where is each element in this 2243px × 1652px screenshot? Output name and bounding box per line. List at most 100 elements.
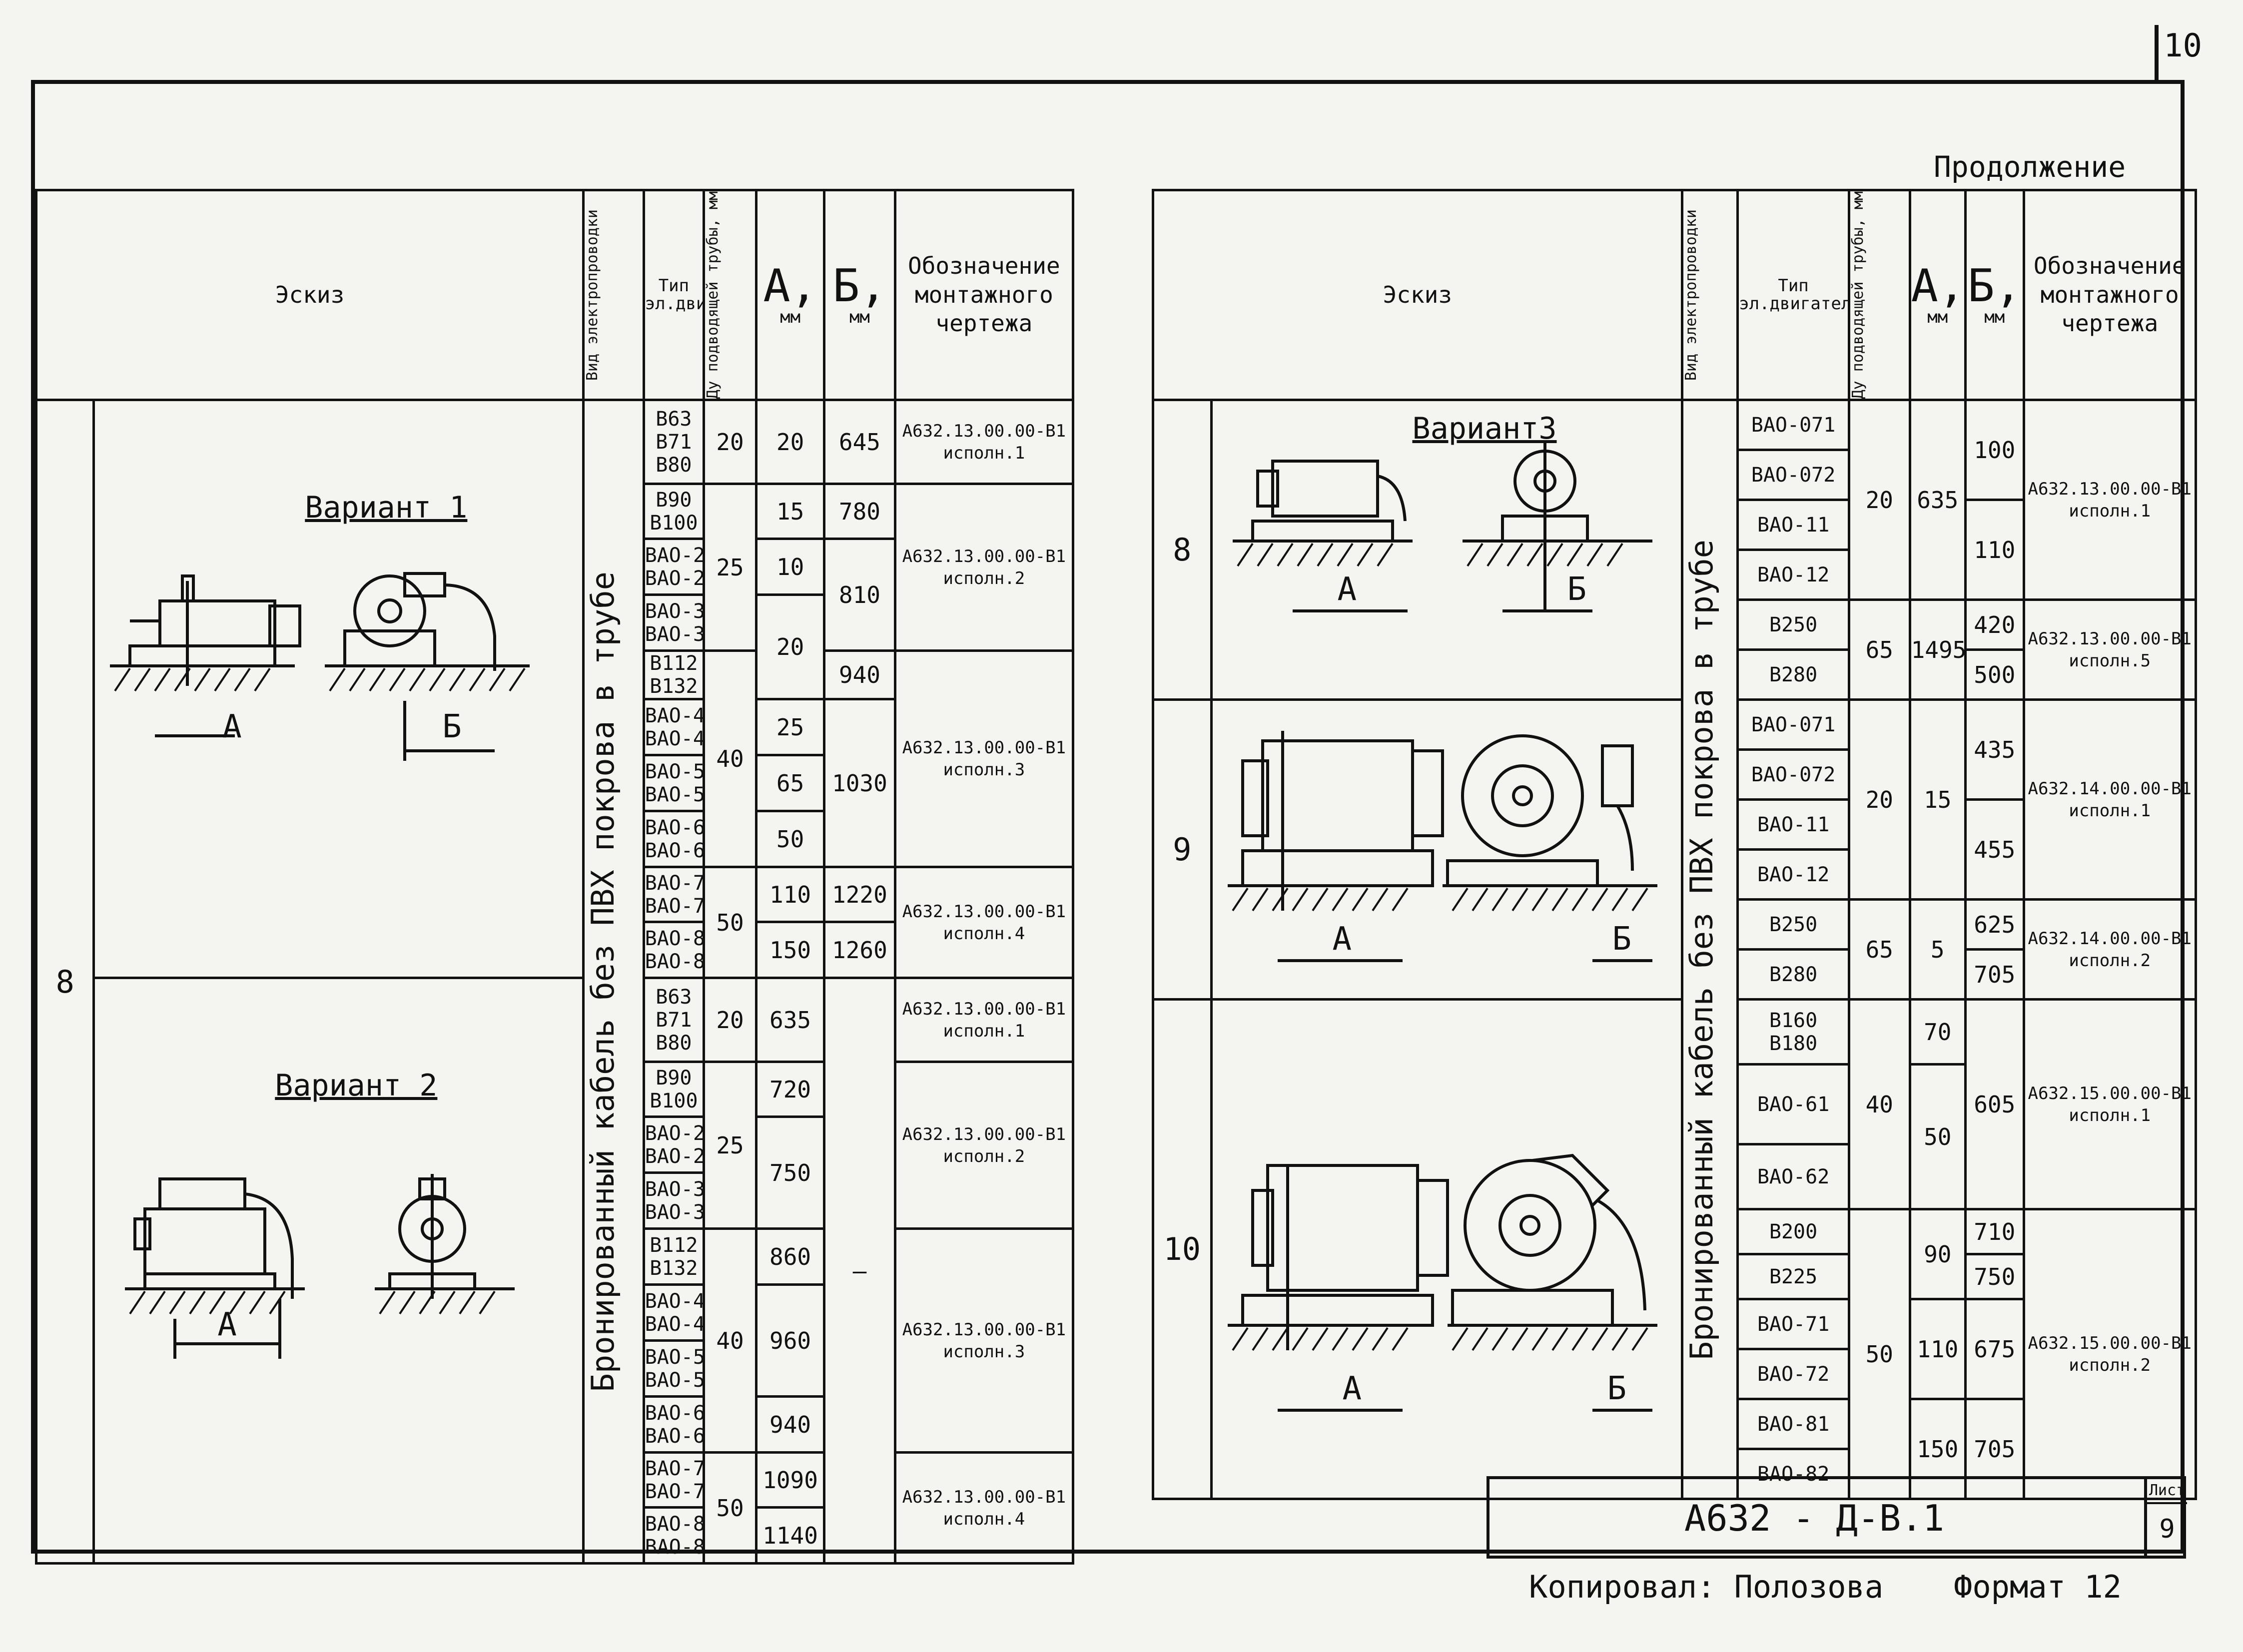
left-motor-r9: ВАО-81 ВАО-82 xyxy=(642,921,706,980)
left-a-r3: 20 xyxy=(754,593,826,701)
r-header-designation: Обозначение монтажного чертежа xyxy=(2022,188,2197,402)
left-des-r4: А632.13.00.00-В1 исполн.3 xyxy=(893,649,1075,869)
right-b-r5: 500 xyxy=(1964,648,2025,701)
right-a-r4: 1495 xyxy=(1908,598,1967,701)
left-motor-r7: ВАО-61 ВАО-62 xyxy=(642,810,706,869)
corner-sheet-number: 10 xyxy=(2164,27,2203,64)
left-motor-r14: В112 В132 xyxy=(642,1227,706,1286)
left-b-r5: 1030 xyxy=(823,698,896,869)
right-des-r10: А632.14.00.00-В1 исполн.2 xyxy=(2022,898,2197,1001)
left-des-r8: А632.13.00.00-В1 исполн.4 xyxy=(893,866,1075,980)
row-9-dim-a: А xyxy=(1332,921,1352,958)
variant-3-drawing xyxy=(1232,441,1652,613)
left-motor-r19: ВАО-81 ВАО-82 xyxy=(642,1506,706,1565)
left-b-r1: 780 xyxy=(823,483,896,541)
right-motor-r14: ВАО-62 xyxy=(1736,1143,1850,1211)
left-des-r1: А632.13.00.00-В1 исполн.2 xyxy=(893,483,1075,652)
right-motor-r0: ВАО-071 xyxy=(1736,399,1850,452)
right-motor-r8: ВАО-11 xyxy=(1736,798,1850,851)
left-a-r17: 940 xyxy=(754,1395,826,1454)
right-motor-r6: ВАО-071 xyxy=(1736,698,1850,751)
right-motor-r15: В200 xyxy=(1736,1208,1850,1256)
right-motor-r19: ВАО-81 xyxy=(1736,1398,1850,1451)
left-a-r1: 15 xyxy=(754,483,826,541)
right-a-r0: 635 xyxy=(1908,399,1967,601)
right-a-r6: 15 xyxy=(1908,698,1967,901)
variant-1-dim-b: Б xyxy=(442,708,462,746)
sheet-number: 9 xyxy=(2159,1514,2175,1544)
left-motor-r16: ВАО-51 ВАО-52 xyxy=(642,1339,706,1398)
left-a-r6: 65 xyxy=(754,754,826,813)
sketch-variant-1: Вариант 1 xyxy=(92,399,585,980)
document-code: А632 - Д-В.1 xyxy=(1684,1497,1945,1539)
right-motor-r17: ВАО-71 xyxy=(1736,1298,1850,1351)
row-10-dim-b: Б xyxy=(1607,1370,1627,1408)
left-a-r10: 635 xyxy=(754,977,826,1064)
header-designation: Обозначение монтажного чертежа xyxy=(893,188,1075,402)
right-motor-r20: ВАО-82 xyxy=(1736,1448,1850,1501)
copied-by: Копировал: Полозова xyxy=(1529,1569,1884,1605)
left-motor-r8: ВАО-71 ВАО-72 xyxy=(642,866,706,924)
left-a-r15: 960 xyxy=(754,1283,826,1398)
left-b-r9: 1260 xyxy=(823,921,896,980)
right-a-r12: 70 xyxy=(1908,998,1967,1066)
row-10-drawing xyxy=(1227,1154,1657,1412)
right-motor-r10: В250 xyxy=(1736,898,1850,951)
format-label: Формат 12 xyxy=(1954,1569,2122,1605)
left-des-r18: А632.13.00.00-В1 исполн.4 xyxy=(893,1451,1075,1565)
left-du-r8: 50 xyxy=(703,866,757,980)
left-a-r0: 20 xyxy=(754,399,826,486)
right-b-r17: 675 xyxy=(1964,1298,2025,1401)
left-a-r14: 860 xyxy=(754,1227,826,1286)
right-b-r15: 710 xyxy=(1964,1208,2025,1256)
right-motor-r4: В250 xyxy=(1736,598,1850,651)
right-du-r4: 65 xyxy=(1848,598,1911,701)
left-b-r4: 940 xyxy=(823,649,896,701)
variant-3-dim-b: Б xyxy=(1567,571,1587,608)
left-a-r2: 10 xyxy=(754,538,826,596)
sketch-variant-3: Вариант3 xyxy=(1210,399,1683,701)
right-motor-r1: ВАО-072 xyxy=(1736,449,1850,502)
left-motor-r1: В90 В100 xyxy=(642,483,706,541)
left-wiring-type: Бронированный кабель без ПВХ покрова в т… xyxy=(582,399,645,1565)
left-a-r8: 110 xyxy=(754,866,826,924)
left-row-number: 8 xyxy=(34,399,95,1565)
variant-2-drawing xyxy=(125,1174,515,1359)
header-sketch: Эскиз xyxy=(34,188,585,402)
left-motor-r12: ВАО-21 ВАО-22 xyxy=(642,1115,706,1174)
right-motor-r9: ВАО-12 xyxy=(1736,848,1850,901)
right-motor-r18: ВАО-72 xyxy=(1736,1348,1850,1401)
right-a-r15: 90 xyxy=(1908,1208,1967,1301)
right-a-r19: 150 xyxy=(1908,1398,1967,1501)
variant-1-label: Вариант 1 xyxy=(305,490,468,526)
right-row-number-10: 10 xyxy=(1152,998,1213,1501)
right-motor-r7: ВАО-072 xyxy=(1736,748,1850,801)
r-header-motor-type: Тип эл.двигателя xyxy=(1736,188,1850,402)
row-9-drawing xyxy=(1227,731,1657,963)
right-des-r12: А632.15.00.00-В1 исполн.1 xyxy=(2022,998,2197,1211)
right-des-r4: А632.13.00.00-В1 исполн.5 xyxy=(2022,598,2197,701)
right-du-r0: 20 xyxy=(1848,399,1911,601)
left-b-dash: — xyxy=(823,977,896,1565)
right-motor-r2: ВАО-11 xyxy=(1736,499,1850,551)
r-header-dim-b: Б,мм xyxy=(1964,188,2025,402)
header-pipe-diameter: Ду подводящей трубы, мм xyxy=(703,188,757,402)
left-motor-r6: ВАО-51 ВАО-52 xyxy=(642,754,706,813)
sheet-box: Лист 9 xyxy=(2144,1479,2187,1557)
row-9-dim-b: Б xyxy=(1612,921,1632,958)
right-motor-r5: В280 xyxy=(1736,648,1850,701)
variant-3-dim-a: А xyxy=(1337,571,1357,608)
sketch-variant-2: Вариант 2 xyxy=(92,977,585,1565)
left-motor-r17: ВАО-61 ВАО-62 xyxy=(642,1395,706,1454)
r-header-wiring: Вид электропроводки xyxy=(1680,188,1739,402)
left-a-r7: 50 xyxy=(754,810,826,869)
right-b-r8: 455 xyxy=(1964,798,2025,901)
right-b-r10: 625 xyxy=(1964,898,2025,951)
header-motor-type: Тип эл.двигателя xyxy=(642,188,706,402)
header-wiring: Вид электропроводки xyxy=(582,188,645,402)
variant-2-label: Вариант 2 xyxy=(275,1068,438,1103)
variant-1-dim-a: А xyxy=(222,708,242,746)
left-motor-r2: ВАО-21 ВАО-22 xyxy=(642,538,706,596)
left-motor-r4: В112 В132 xyxy=(642,649,706,701)
right-des-r0: А632.13.00.00-В1 исполн.1 xyxy=(2022,399,2197,601)
